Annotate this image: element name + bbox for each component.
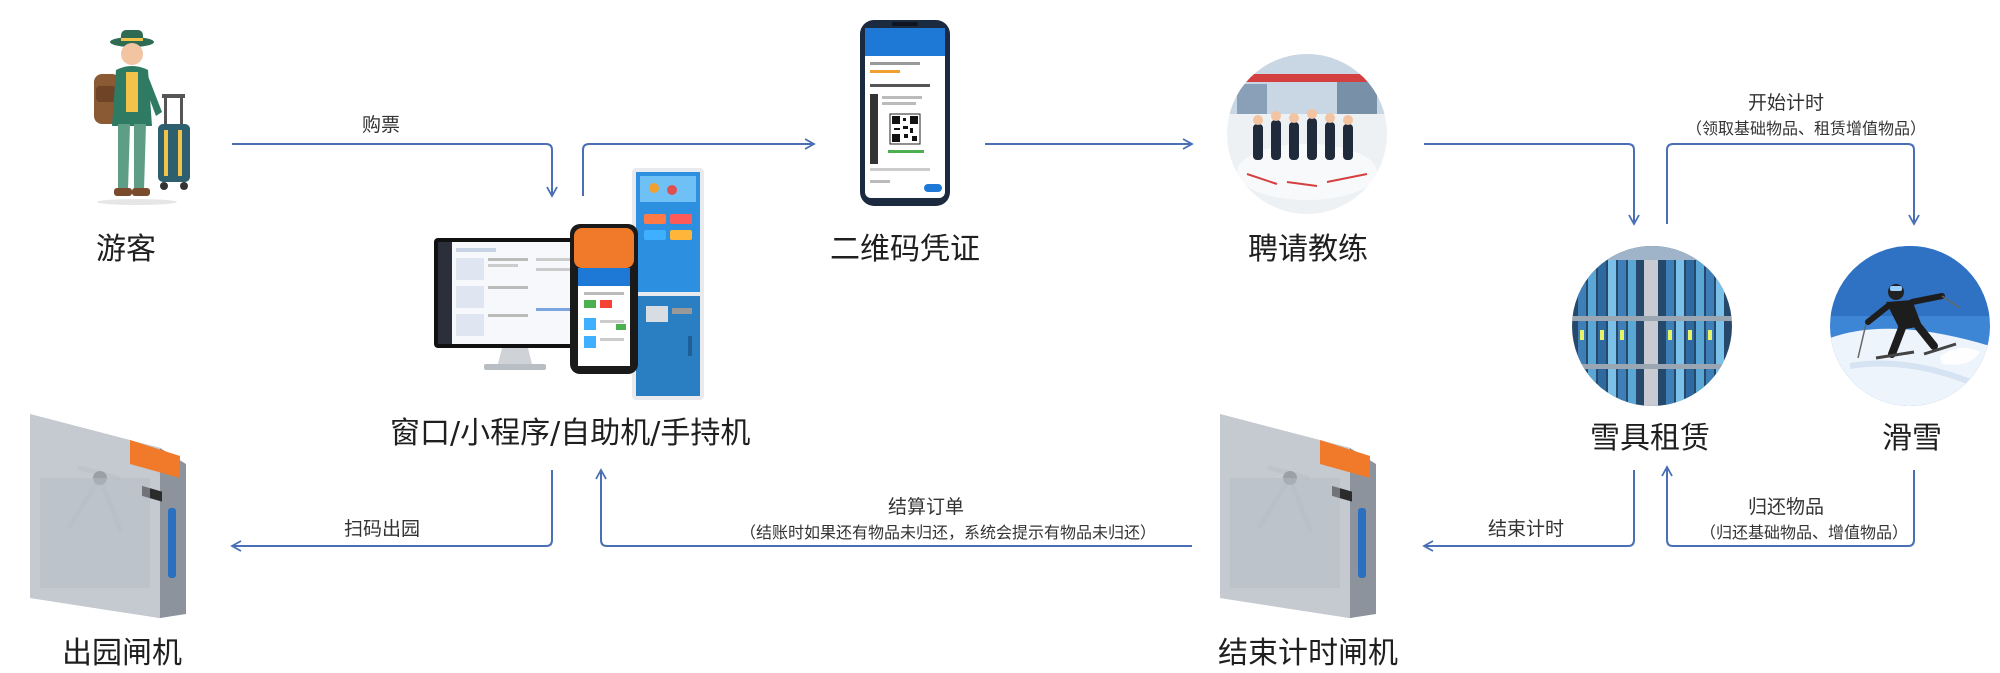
- phone-qrcode-illustration: [860, 20, 950, 206]
- node-skiing: 滑雪: [1882, 421, 1942, 456]
- edge-note-return-items: （归还基础物品、增值物品）: [1700, 523, 1909, 542]
- arrow-start-timing: [1666, 143, 1920, 226]
- edge-note-start-timing: （领取基础物品、租赁增值物品）: [1686, 119, 1927, 138]
- arrow-scan-exit: [230, 470, 553, 552]
- tourist-illustration: [94, 30, 190, 205]
- node-rental: 雪具租赁: [1590, 421, 1710, 456]
- devices-illustration: [434, 168, 704, 400]
- arrow-end-timing: [1422, 470, 1635, 552]
- edge-label-return-items: 归还物品: [1748, 496, 1825, 518]
- arrow-to-qrcode: [582, 138, 816, 196]
- exit-gate-illustration: [30, 414, 186, 618]
- node-qrcode: 二维码凭证: [830, 232, 980, 267]
- arrow-return-items: [1661, 465, 1915, 547]
- arrow-settle: [595, 468, 1192, 547]
- node-coach: 聘请教练: [1248, 232, 1368, 267]
- arrow-to-rental: [1424, 143, 1640, 226]
- node-tourist: 游客: [96, 232, 156, 267]
- edge-label-end-timing: 结束计时: [1488, 518, 1565, 540]
- edge-label-settle: 结算订单: [888, 496, 965, 518]
- rental-photo: [1572, 246, 1732, 406]
- edge-label-buy: 购票: [362, 114, 401, 136]
- coach-photo: [1227, 54, 1387, 214]
- skiing-photo: [1830, 246, 1990, 406]
- end-gate-illustration: [1220, 414, 1376, 618]
- node-exit-gate: 出园闸机: [62, 636, 182, 671]
- edge-note-settle: （结账时如果还有物品未归还，系统会提示有物品未归还）: [740, 523, 1157, 542]
- node-channels: 窗口/小程序/自助机/手持机: [390, 416, 751, 451]
- arrow-buy: [232, 143, 558, 198]
- edge-label-start-timing: 开始计时: [1748, 92, 1825, 114]
- node-end-gate: 结束计时闸机: [1218, 636, 1398, 671]
- edge-label-scan-exit: 扫码出园: [344, 518, 421, 540]
